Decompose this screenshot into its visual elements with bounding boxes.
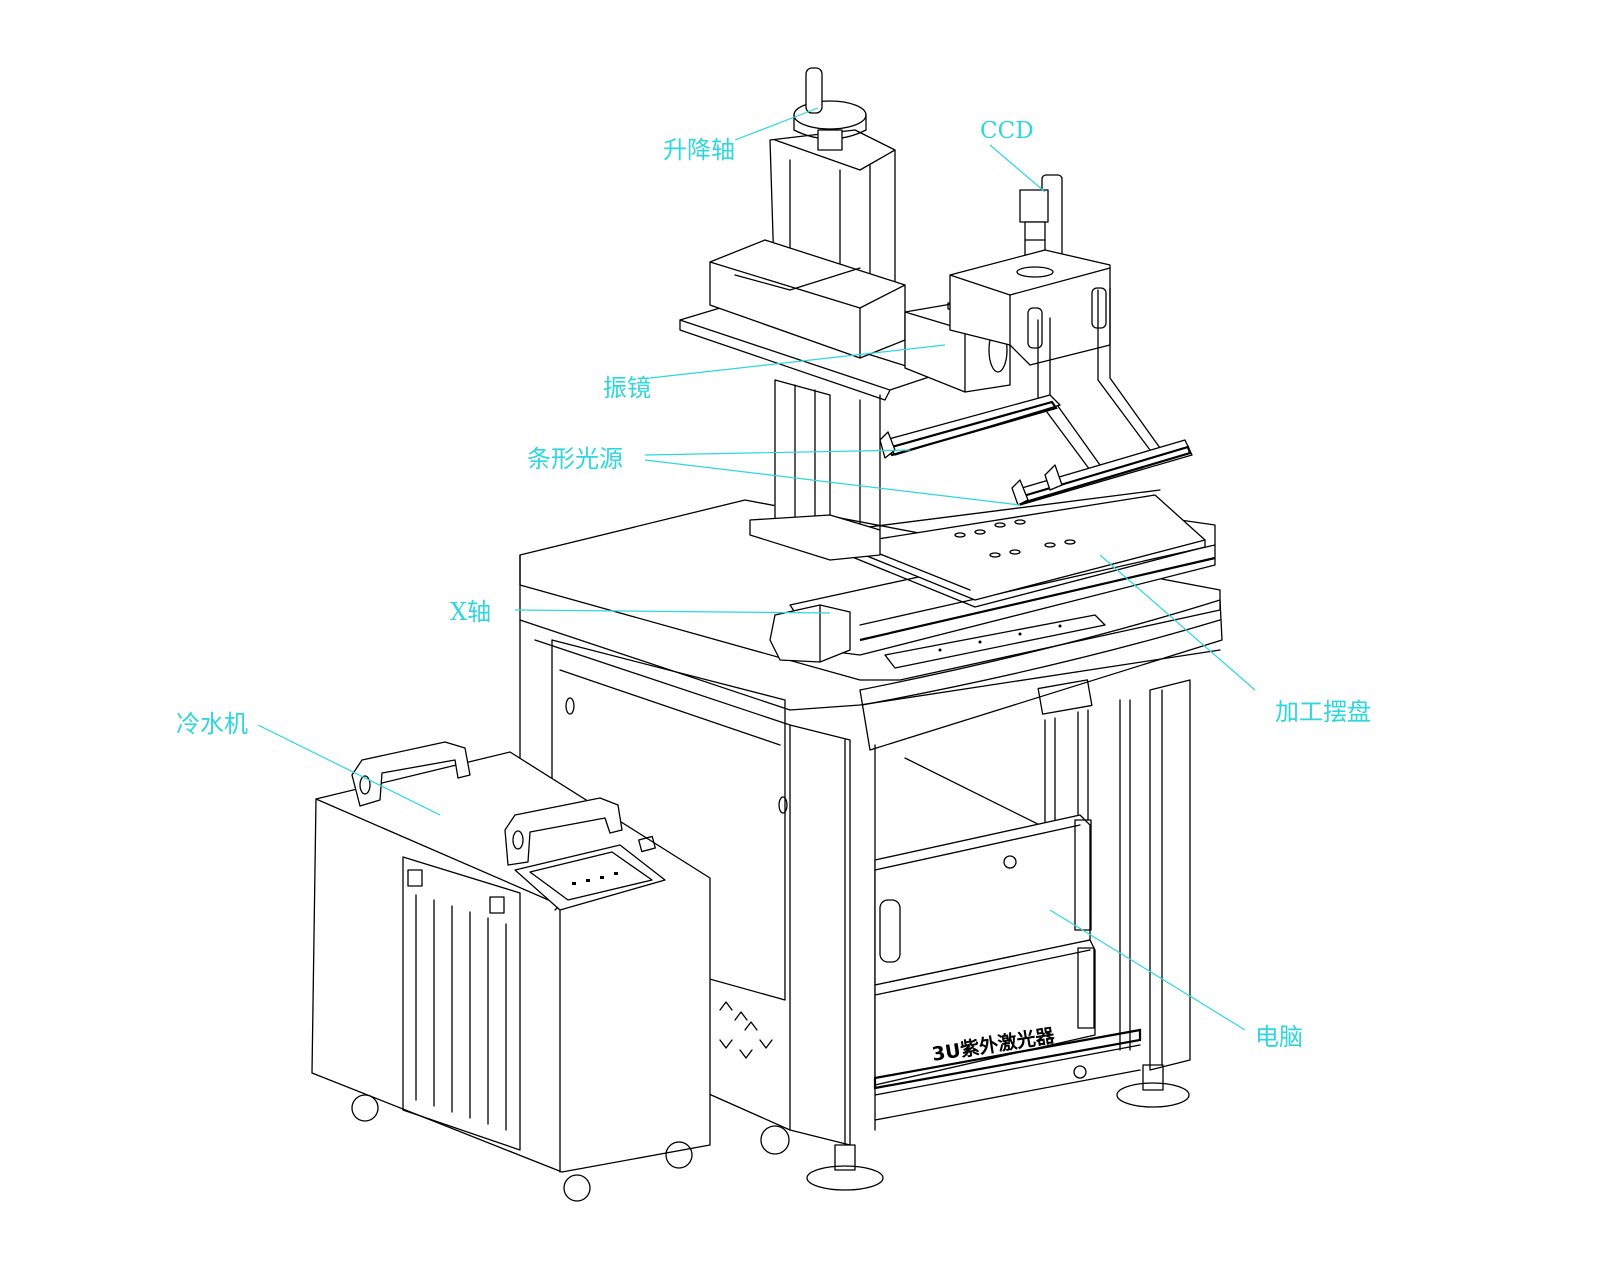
callout-x-axis: X轴 [450, 598, 492, 626]
callout-ccd: CCD [980, 118, 1034, 144]
lift-column [749, 67, 896, 561]
callout-bar-light: 条形光源 [527, 445, 623, 473]
leader-lines [257, 107, 1256, 1031]
chiller [311, 741, 711, 1202]
callout-work-tray: 加工摆盘 [1275, 698, 1371, 726]
callout-lift-axis: 升降轴 [663, 136, 735, 164]
callout-computer: 电脑 [1255, 1023, 1303, 1051]
callout-galvo: 振镜 [603, 374, 651, 402]
x-axis-assembly [769, 489, 1216, 669]
callout-chiller: 冷水机 [176, 710, 248, 738]
bar-lights [879, 394, 1193, 506]
